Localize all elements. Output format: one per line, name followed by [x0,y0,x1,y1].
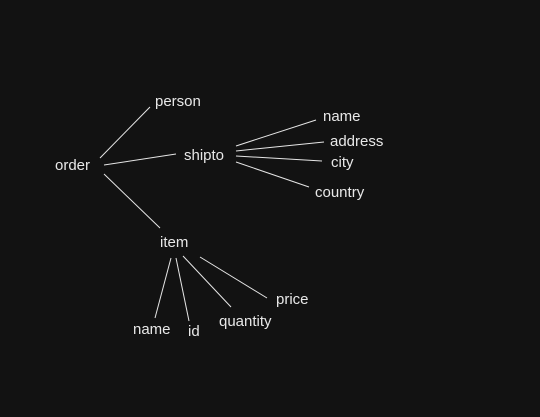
edge-order-person [99,106,151,159]
node-item-id: id [188,323,200,340]
edge-shipto-name [235,119,317,147]
node-shipto-country: country [315,184,365,201]
node-person: person [155,93,201,110]
edge-shipto-city [235,155,323,162]
edge-item-name [154,257,172,319]
node-item: item [160,234,189,251]
edge-item-price [199,256,268,299]
node-item-name: name [133,321,171,338]
edge-order-item [103,173,161,229]
node-item-price: price [276,291,309,308]
edge-order-shipto [103,153,177,166]
node-shipto-city: city [331,154,354,171]
edge-item-id [175,257,190,322]
edge-shipto-address [235,141,325,152]
node-shipto-address: address [330,133,384,150]
node-shipto-name: name [323,108,361,125]
node-shipto: shipto [184,147,225,164]
edge-shipto-country [235,161,310,188]
node-item-quantity: quantity [219,313,272,330]
node-order: order [55,157,91,174]
edge-item-quantity [182,255,232,308]
